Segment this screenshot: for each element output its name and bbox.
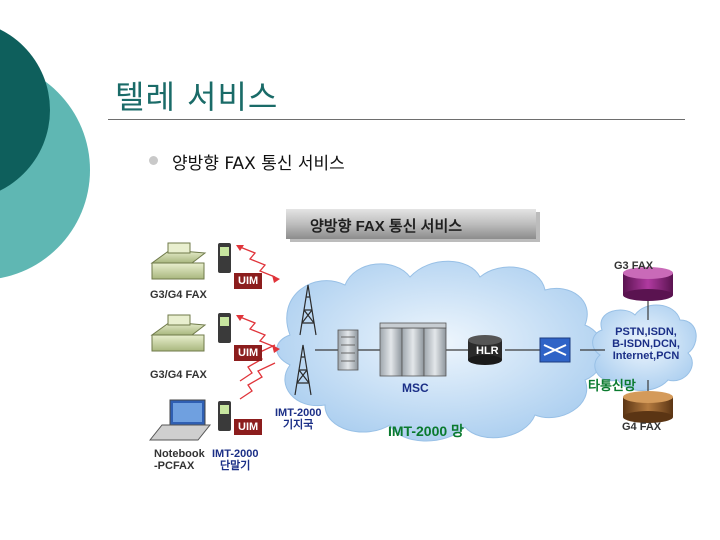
wireless-links	[239, 246, 276, 400]
notebook-label-line1: Notebook	[154, 448, 205, 460]
msc-label: MSC	[402, 381, 429, 395]
wireless-arrowheads	[236, 245, 280, 353]
network-diagram: 양방향 FAX 통신 서비스 UIM G3/G4 FAX UIM G3/G4 F…	[140, 205, 700, 495]
base-station-label-line2: 기지국	[283, 419, 314, 431]
notebook-label: Notebook -PCFAX	[154, 448, 205, 472]
hlr-label: HLR	[476, 345, 499, 357]
uim-badge: UIM	[234, 345, 263, 361]
title-banner	[286, 209, 540, 242]
msc-server-icon	[379, 322, 447, 377]
bullet-icon	[149, 156, 158, 165]
uim-badge: UIM	[234, 419, 263, 435]
base-station-label: IMT-2000 기지국	[275, 407, 321, 431]
g4-fax-cylinder-icon	[623, 391, 673, 423]
gateway-switch-icon	[539, 337, 571, 363]
base-station-label-line1: IMT-2000	[275, 407, 322, 419]
other-network-label: 타통신망	[588, 378, 636, 393]
diagram-graphics	[148, 209, 697, 442]
other-network-line: Internet,PCN	[612, 350, 680, 362]
terminal-label-line1: IMT-2000	[212, 448, 259, 460]
msc-rack-icon	[337, 329, 359, 371]
mobile-terminal-icon	[218, 243, 231, 431]
notebook-icon	[148, 399, 212, 441]
other-network-line: PSTN,ISDN,	[615, 326, 677, 338]
other-network-cloud	[592, 304, 697, 391]
device-label: G3/G4 FAX	[150, 369, 207, 381]
other-network-line: B-ISDN,DCN,	[612, 338, 680, 350]
fax-machine-icon	[150, 242, 207, 352]
g3-fax-label: G3 FAX	[614, 260, 654, 272]
decorative-circles	[0, 29, 90, 279]
other-network-text: PSTN,ISDN, B-ISDN,DCN, Internet,PCN	[602, 326, 690, 362]
terminal-label-line2: 단말기	[220, 460, 251, 472]
hlr-database-icon	[468, 335, 502, 365]
g3-fax-cylinder-icon	[623, 267, 673, 301]
network-label: IMT-2000 망	[388, 423, 464, 439]
notebook-label-line2: -PCFAX	[154, 460, 195, 472]
slide-title: 텔레 서비스	[115, 78, 279, 116]
title-divider	[108, 119, 685, 120]
device-label: G3/G4 FAX	[150, 289, 207, 301]
terminal-label: IMT-2000 단말기	[212, 448, 258, 472]
base-station-tower-icon	[294, 284, 317, 396]
uim-badge: UIM	[234, 273, 263, 289]
banner-title: 양방향 FAX 통신 서비스	[310, 218, 463, 235]
bullet-text: 양방향 FAX 통신 서비스	[172, 154, 345, 174]
g4-fax-label: G4 FAX	[622, 421, 662, 433]
